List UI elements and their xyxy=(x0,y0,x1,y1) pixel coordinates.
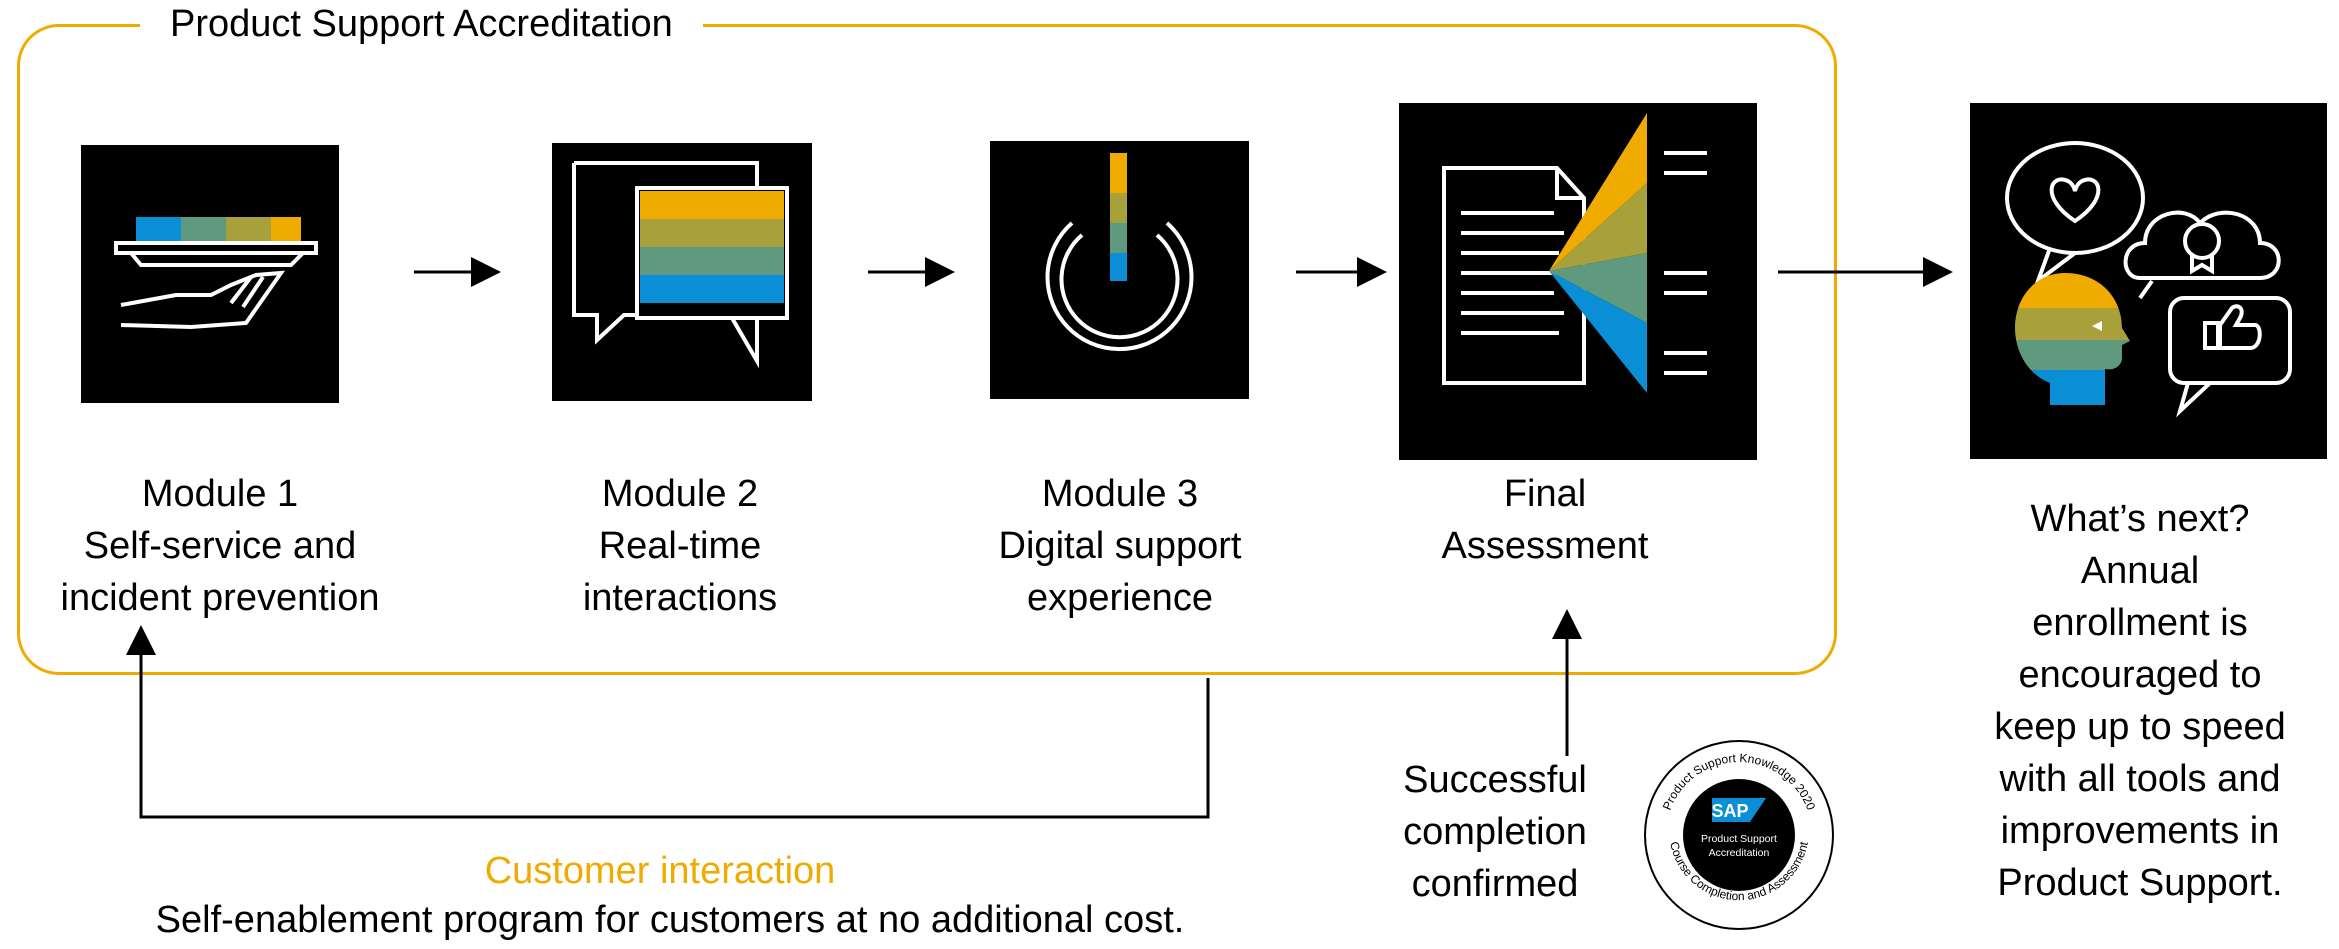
final-line-2: Assessment xyxy=(1441,525,1649,567)
badge-center-line-2: Accreditation xyxy=(1709,847,1770,859)
module-2-line-3: interactions xyxy=(582,577,778,619)
badge-center-line-1: Product Support xyxy=(1701,833,1777,845)
whats-next-line-4: encouraged to xyxy=(2018,654,2262,696)
module-3-line-3: experience xyxy=(1027,577,1213,619)
accreditation-badge: Product Support Knowledge 2020 Course Co… xyxy=(1644,740,1834,930)
whats-next-line-3: enrollment is xyxy=(2032,602,2248,644)
whats-next-line-1: What’s next? xyxy=(2030,498,2250,540)
module-3-title: Module 3 xyxy=(1041,473,1199,515)
completion-line-3: confirmed xyxy=(1411,863,1579,905)
module-3-tile xyxy=(990,141,1249,399)
loop-back-connector xyxy=(126,625,1210,819)
service-tray-icon xyxy=(114,217,318,330)
module-2-title: Module 2 xyxy=(601,473,759,515)
accreditation-frame xyxy=(17,24,1837,675)
completion-line-1: Successful xyxy=(1403,759,1587,801)
completion-label: Successful completion confirmed xyxy=(1380,754,1610,910)
whats-next-label: What’s next? Annual enrollment is encour… xyxy=(1960,493,2320,909)
module-1-title: Module 1 xyxy=(141,473,299,515)
power-button-icon xyxy=(1045,153,1194,352)
customer-interaction-subtitle: Self-enablement program for customers at… xyxy=(155,899,1185,941)
chat-bubbles-icon xyxy=(572,161,789,369)
module-1-tile xyxy=(81,145,339,403)
module-2-line-2: Real-time xyxy=(598,525,762,567)
final-label: Final Assessment xyxy=(1380,468,1710,572)
module-1-label: Module 1 Self-service and incident preve… xyxy=(10,468,430,624)
document-funnel-icon xyxy=(1442,113,1707,393)
whats-next-line-6: with all tools and xyxy=(1999,758,2281,800)
whats-next-line-2: Annual xyxy=(2080,550,2200,592)
module-2-label: Module 2 Real-time interactions xyxy=(480,468,880,624)
module-1-line-2: Self-service and xyxy=(83,525,357,567)
whats-next-line-7: improvements in xyxy=(2000,810,2280,852)
final-title: Final xyxy=(1503,473,1587,515)
module-2-tile xyxy=(552,143,812,401)
module-3-label: Module 3 Digital support experience xyxy=(930,468,1310,624)
badge-seal: Product Support Knowledge 2020 Course Co… xyxy=(1660,751,1818,903)
frame-title: Product Support Accreditation xyxy=(140,0,703,48)
badge-logo: SAP xyxy=(1711,801,1748,821)
module-3-line-2: Digital support xyxy=(998,525,1242,567)
completion-line-2: completion xyxy=(1403,811,1587,853)
whats-next-line-5: keep up to speed xyxy=(1994,706,2286,748)
customer-interaction-title: Customer interaction xyxy=(484,850,836,892)
whats-next-line-8: Product Support. xyxy=(1997,862,2283,904)
module-1-line-3: incident prevention xyxy=(60,577,380,619)
final-assessment-tile xyxy=(1399,103,1757,460)
thoughts-icon xyxy=(2005,141,2292,418)
whats-next-tile xyxy=(1970,103,2327,459)
